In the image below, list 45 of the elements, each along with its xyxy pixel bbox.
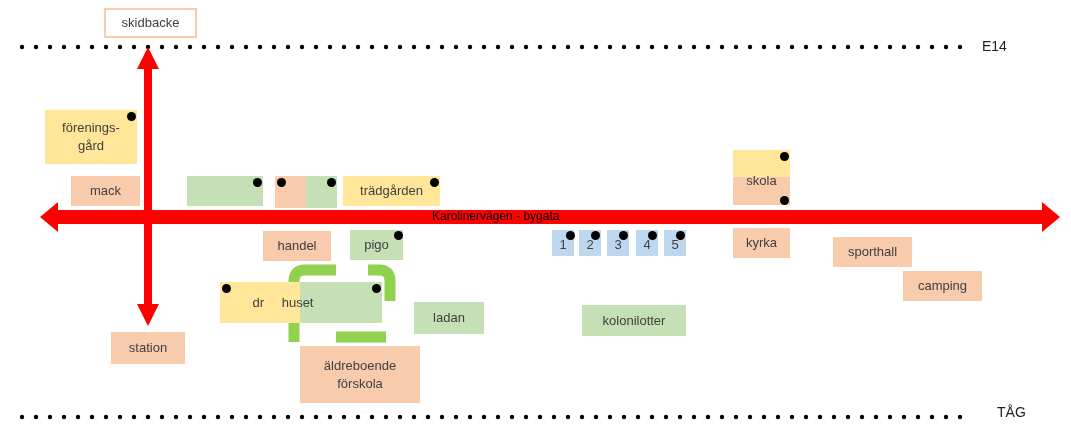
place-box xyxy=(552,230,574,256)
place-label: skola xyxy=(746,172,777,190)
place-box xyxy=(104,8,197,38)
place-box xyxy=(582,305,686,336)
place-box xyxy=(903,271,982,301)
place-label: 5 xyxy=(671,236,679,254)
place-label: sporthall xyxy=(847,243,898,261)
place-box xyxy=(300,346,420,403)
place-label: camping xyxy=(917,277,968,295)
place-label: trädgården xyxy=(360,182,423,200)
place-label: kyrka xyxy=(745,234,778,252)
road-label: Karolinervägen - bygata xyxy=(432,209,560,223)
place-label: skidbacke xyxy=(121,14,180,32)
place-box xyxy=(350,230,403,260)
place-box xyxy=(414,302,484,334)
place-label: 2 xyxy=(586,236,594,254)
place-box xyxy=(45,110,137,164)
place-box xyxy=(733,150,790,205)
place-label: station xyxy=(128,339,168,357)
place-box xyxy=(275,176,337,208)
place-label: dr huset xyxy=(252,293,314,312)
place-box xyxy=(343,176,440,206)
place-box xyxy=(263,231,331,261)
place-label: äldreboende förskola xyxy=(322,356,398,393)
place-box xyxy=(833,237,912,267)
line-label: TÅG xyxy=(997,404,1026,420)
place-box xyxy=(607,230,629,256)
place-label: mack xyxy=(89,182,122,200)
place-label: kolonilotter xyxy=(602,311,666,330)
place-box xyxy=(733,228,790,258)
place-label: 3 xyxy=(614,236,622,254)
place-label: ladan xyxy=(433,309,465,327)
place-box xyxy=(187,176,263,206)
place-label: förenings- gård xyxy=(61,119,121,155)
place-box xyxy=(111,332,185,364)
place-label: handel xyxy=(277,237,317,255)
place-box xyxy=(71,176,140,206)
place-label: pigo xyxy=(364,236,389,254)
place-label: 1 xyxy=(559,236,567,254)
place-label: 4 xyxy=(643,236,651,254)
place-box xyxy=(220,282,382,323)
place-box xyxy=(636,230,658,256)
place-box xyxy=(664,230,686,256)
place-box xyxy=(579,230,601,256)
line-label: E14 xyxy=(982,38,1007,54)
